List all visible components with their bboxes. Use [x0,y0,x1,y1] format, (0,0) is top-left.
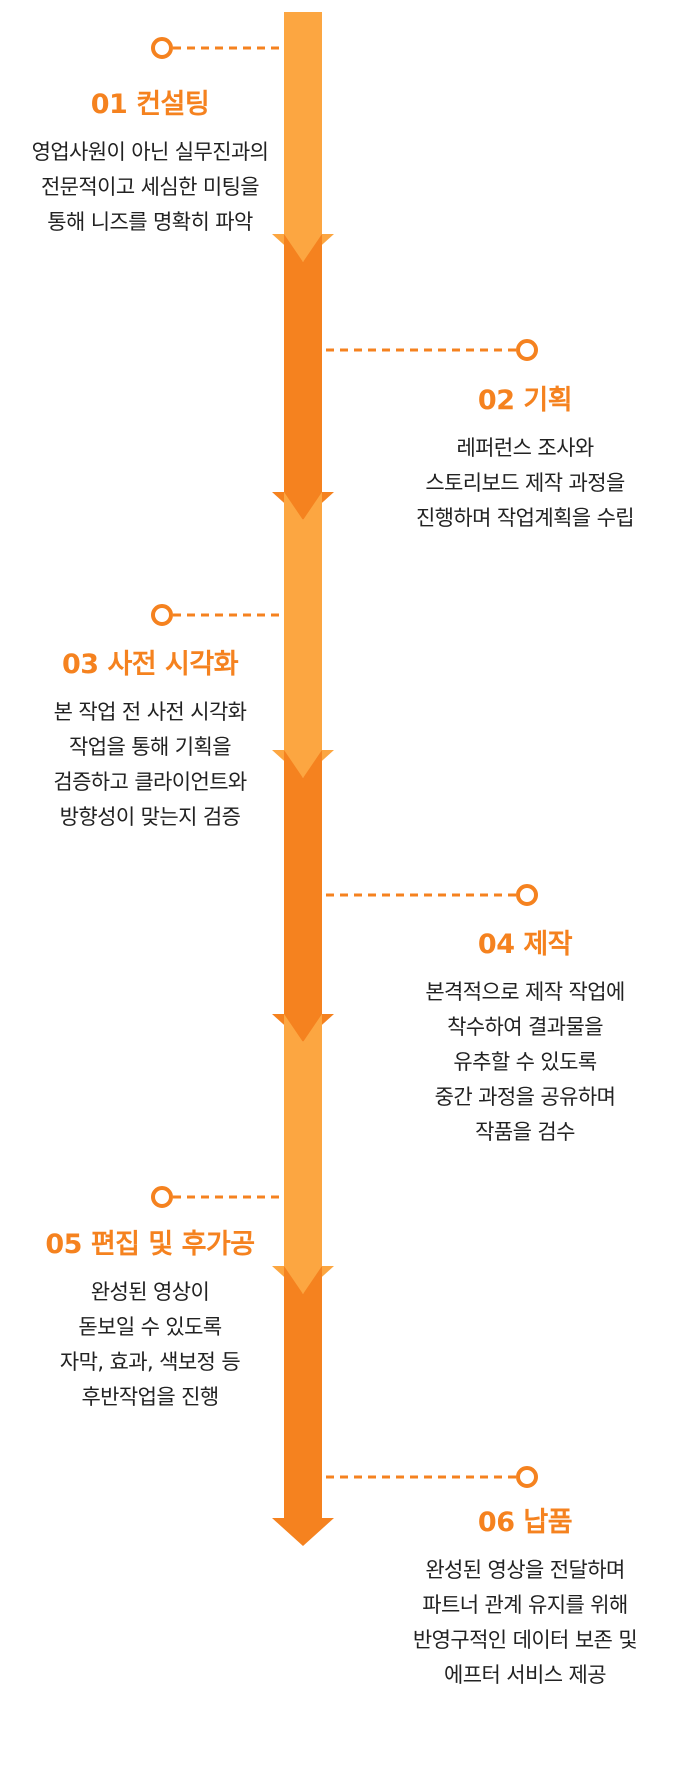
step-title: 04 제작 [370,922,676,961]
connector-node-icon [516,884,538,906]
step-name: 편집 및 후가공 [90,1229,255,1260]
connector-node-icon [516,1466,538,1488]
step-name: 사전 시각화 [107,649,239,680]
description-line: 착수하여 결과물을 [447,1015,603,1039]
connector-node-icon [151,37,173,59]
description-line: 스토리보드 제작 과정을 [425,471,625,495]
description-line: 진행하며 작업계획을 수립 [415,506,635,530]
step-number: 02 [477,385,515,416]
step-01: 01 컨설팅 영업사원이 아닌 실무진과의 전문적이고 세심한 미팅을 통해 니… [0,82,305,240]
timeline-segment-2 [272,234,334,520]
description-line: 작품을 검수 [475,1120,575,1144]
step-06: 06 납품 완성된 영상을 전달하며 파트너 관계 유지를 위해 반영구적인 데… [370,1500,676,1693]
timeline-segment-5 [272,1014,334,1294]
step-number: 06 [477,1507,515,1538]
step-description: 영업사원이 아닌 실무진과의 전문적이고 세심한 미팅을 통해 니즈를 명확히 … [0,135,305,240]
description-line: 레퍼런스 조사와 [456,436,594,460]
description-line: 파트너 관계 유지를 위해 [422,1593,628,1617]
step-description: 본 작업 전 사전 시각화 작업을 통해 기획을 검증하고 클라이언트와 방향성… [0,695,305,835]
description-line: 검증하고 클라이언트와 [53,770,247,794]
step-number: 03 [61,649,99,680]
timeline-segment-4 [272,750,334,1042]
step-description: 본격적으로 제작 작업에 착수하여 결과물을 유추할 수 있도록 중간 과정을 … [370,975,676,1150]
connector-node-icon [151,604,173,626]
step-description: 레퍼런스 조사와 스토리보드 제작 과정을 진행하며 작업계획을 수립 [370,431,676,536]
step-connector-4 [326,884,538,906]
step-connector-5 [151,1186,280,1208]
step-title: 03 사전 시각화 [0,642,305,681]
description-line: 중간 과정을 공유하며 [434,1085,616,1109]
connector-node-icon [151,1186,173,1208]
description-line: 완성된 영상을 전달하며 [425,1558,625,1582]
description-line: 에프터 서비스 제공 [444,1663,607,1687]
step-description: 완성된 영상이 돋보일 수 있도록 자막, 효과, 색보정 등 후반작업을 진행 [0,1275,305,1415]
step-number: 05 [45,1229,82,1260]
timeline-connectors [151,37,538,1488]
step-name: 기획 [523,385,573,416]
step-connector-2 [326,339,538,361]
description-line: 전문적이고 세심한 미팅을 [40,175,260,199]
step-name: 컨설팅 [136,89,210,120]
step-title: 02 기획 [370,378,676,417]
step-title: 01 컨설팅 [0,82,305,121]
description-line: 통해 니즈를 명확히 파악 [47,210,253,234]
step-connector-3 [151,604,280,626]
timeline-segment-3 [272,492,334,778]
step-connector-1 [151,37,280,59]
step-name: 제작 [523,929,573,960]
step-02: 02 기획 레퍼런스 조사와 스토리보드 제작 과정을 진행하며 작업계획을 수… [370,378,676,536]
description-line: 영업사원이 아닌 실무진과의 [31,140,269,164]
step-number: 01 [90,89,128,120]
description-line: 본격적으로 제작 작업에 [425,980,625,1004]
description-line: 자막, 효과, 색보정 등 [59,1350,241,1374]
step-name: 납품 [523,1507,573,1538]
connector-node-icon [516,339,538,361]
step-title: 06 납품 [370,1500,676,1539]
timeline-segments [272,12,334,1546]
description-line: 본 작업 전 사전 시각화 [53,700,247,724]
description-line: 후반작업을 진행 [81,1385,219,1409]
step-05: 05 편집 및 후가공 완성된 영상이 돋보일 수 있도록 자막, 효과, 색보… [0,1222,305,1415]
step-title: 05 편집 및 후가공 [0,1222,305,1261]
timeline-segment-6 [272,1266,334,1546]
description-line: 완성된 영상이 [90,1280,210,1304]
step-number: 04 [477,929,515,960]
step-04: 04 제작 본격적으로 제작 작업에 착수하여 결과물을 유추할 수 있도록 중… [370,922,676,1150]
timeline-segment-1 [272,12,334,262]
description-line: 작업을 통해 기획을 [69,735,232,759]
step-03: 03 사전 시각화 본 작업 전 사전 시각화 작업을 통해 기획을 검증하고 … [0,642,305,835]
description-line: 돋보일 수 있도록 [78,1315,222,1339]
description-line: 유추할 수 있도록 [453,1050,597,1074]
description-line: 방향성이 맞는지 검증 [59,805,241,829]
description-line: 반영구적인 데이터 보존 및 [412,1628,638,1652]
step-connector-6 [326,1466,538,1488]
step-description: 완성된 영상을 전달하며 파트너 관계 유지를 위해 반영구적인 데이터 보존 … [370,1553,676,1693]
